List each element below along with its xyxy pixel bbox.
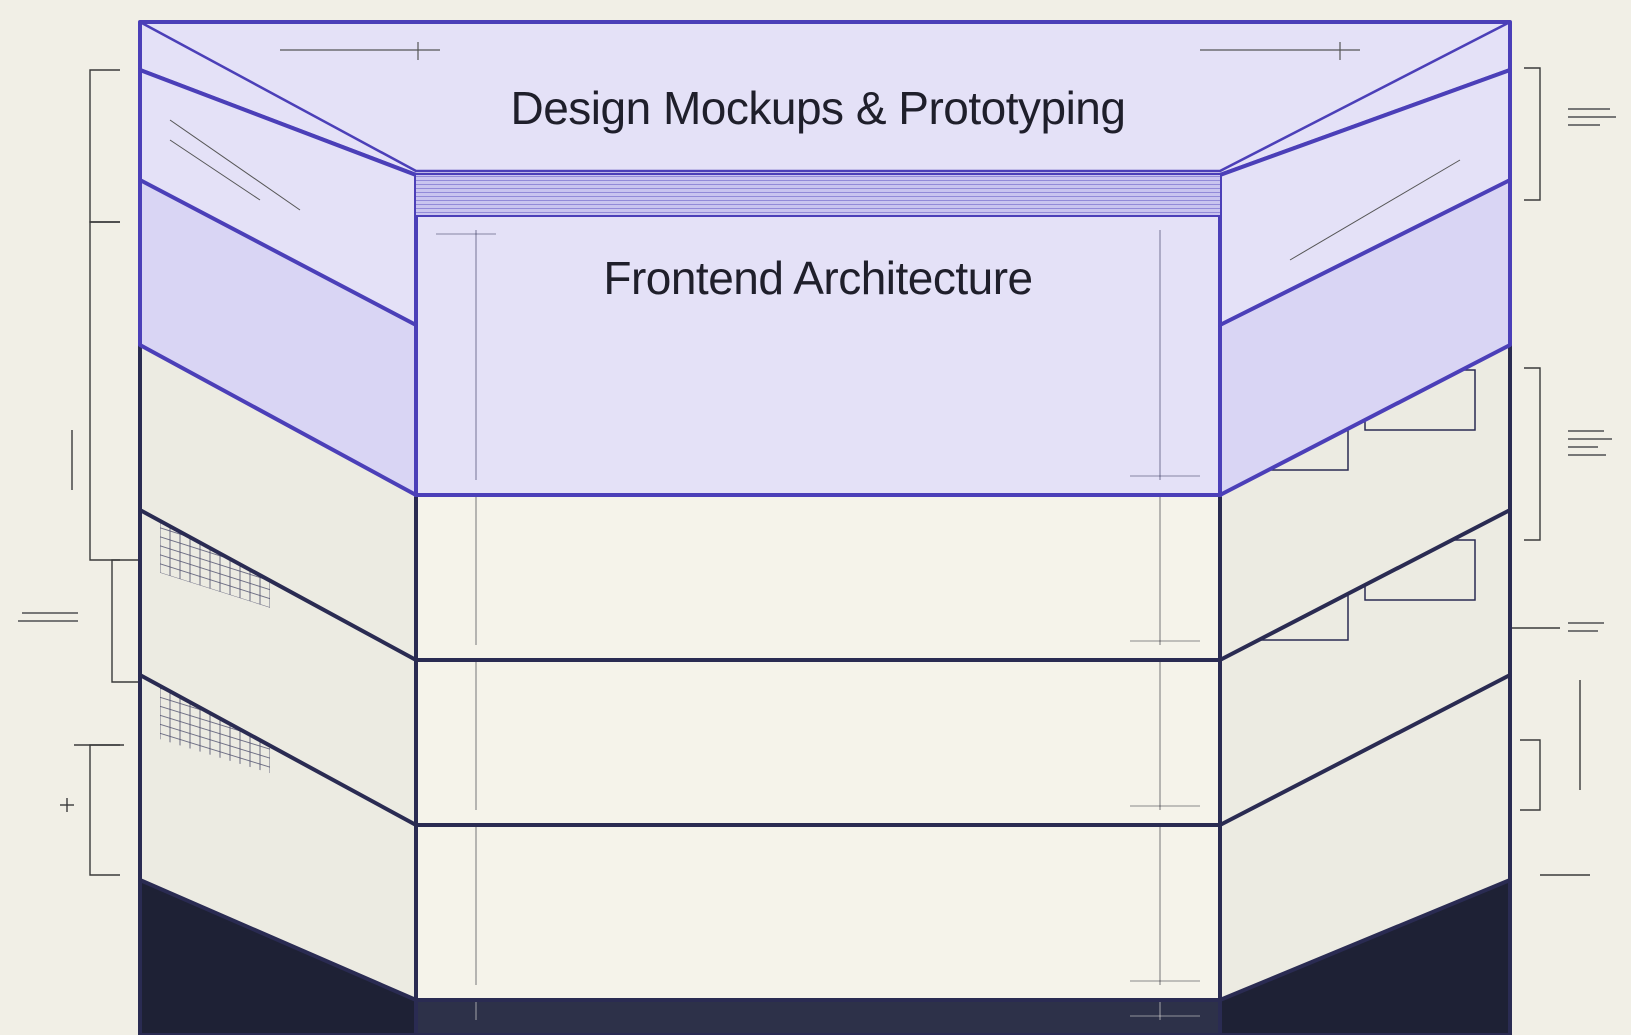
layer-1: Design Mockups & Prototyping <box>138 20 1512 327</box>
layer-1-sketch <box>169 139 261 201</box>
layer-1-sketch <box>169 119 301 211</box>
layer-1-right-wall <box>1218 68 1512 327</box>
layer-1-sketch <box>1289 159 1461 261</box>
layer-1-left-wall <box>138 68 418 327</box>
layer-1-top-outline <box>139 20 1511 173</box>
layer-2-front-face <box>414 213 1222 497</box>
layer-2-label: Frontend Architecture <box>603 252 1032 304</box>
layers: Security, Accessibility, SEOHosting, CI/… <box>138 20 1512 1035</box>
layer-1-hatch-band <box>416 175 1220 215</box>
layer-1-label: Design Mockups & Prototyping <box>511 82 1126 134</box>
dimension-annotations <box>60 67 1590 876</box>
